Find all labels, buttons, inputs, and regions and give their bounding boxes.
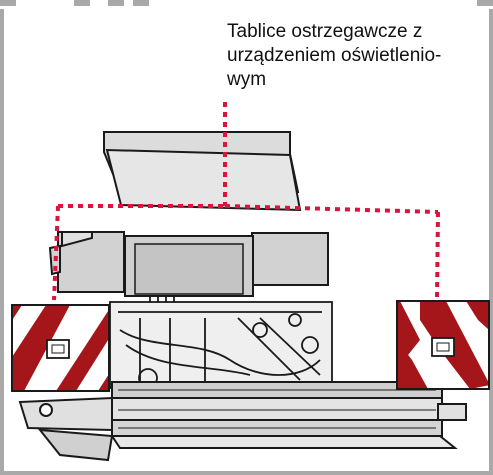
frame-tick	[477, 0, 493, 6]
frame-tick	[74, 0, 90, 6]
callout-leader-lines	[52, 102, 440, 301]
frame-tick	[108, 0, 124, 6]
machine-hydraulics	[109, 296, 333, 389]
machine-cab	[48, 131, 329, 297]
callout-label: Tablice ostrzegawcze z urządzeniem oświe…	[227, 20, 487, 92]
machine-header	[18, 381, 467, 462]
callout-line-1: Tablice ostrzegawcze z	[227, 21, 423, 42]
frame-tick	[133, 0, 149, 6]
callout-line-3: wym	[227, 69, 267, 90]
frame-top-edge	[0, 0, 493, 9]
callout-line-2: urządzeniem oświetlenio-	[227, 45, 442, 66]
frame-tick	[0, 0, 16, 6]
warning-panel-left	[11, 304, 110, 392]
warning-panel-right	[396, 300, 490, 390]
